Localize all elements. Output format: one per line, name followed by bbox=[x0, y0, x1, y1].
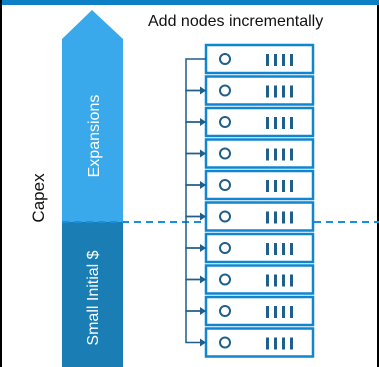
drive-bay-icon bbox=[290, 54, 293, 66]
drive-bay-icon bbox=[266, 148, 269, 161]
server-node-icon bbox=[204, 295, 315, 327]
drive-bay-icon bbox=[274, 274, 277, 287]
connector-line bbox=[185, 152, 206, 186]
drive-bay-icon bbox=[266, 117, 269, 129]
headline: Add nodes incrementally bbox=[148, 13, 324, 30]
server-node bbox=[204, 232, 315, 264]
server-node-icon bbox=[204, 138, 315, 169]
server-node-icon bbox=[204, 232, 315, 264]
drive-bay-icon bbox=[274, 85, 277, 98]
server-node bbox=[204, 43, 315, 75]
top-rule bbox=[2, 0, 379, 5]
power-led-icon bbox=[219, 210, 231, 223]
drive-bay-icon bbox=[274, 180, 277, 192]
drive-bay-icon bbox=[282, 274, 285, 287]
server-node bbox=[204, 201, 315, 232]
drive-bay-icon bbox=[282, 306, 285, 318]
drive-bay-icon bbox=[290, 180, 293, 192]
server-node bbox=[204, 327, 315, 358]
power-led-icon bbox=[219, 273, 231, 286]
initial-band bbox=[62, 222, 123, 367]
connector-line bbox=[185, 310, 206, 344]
server-node bbox=[204, 106, 315, 138]
drive-bay-icon bbox=[274, 243, 277, 255]
drive-bay-icon bbox=[290, 85, 293, 98]
power-led-icon bbox=[219, 116, 231, 128]
server-node-icon bbox=[204, 106, 315, 138]
server-node bbox=[204, 138, 315, 169]
drive-bay-icon bbox=[266, 85, 269, 98]
drive-bay-icon bbox=[282, 117, 285, 129]
drive-bay-icon bbox=[266, 306, 269, 318]
server-node-icon bbox=[204, 327, 315, 358]
server-node bbox=[204, 295, 315, 327]
server-node-icon bbox=[204, 201, 315, 232]
drive-bay-icon bbox=[274, 148, 277, 161]
drive-bay-icon bbox=[274, 54, 277, 66]
drive-bay-icon bbox=[274, 306, 277, 318]
drive-bay-icon bbox=[290, 306, 293, 318]
drive-bay-icon bbox=[266, 337, 269, 350]
server-node bbox=[204, 169, 315, 201]
power-led-icon bbox=[219, 147, 231, 160]
drive-bay-icon bbox=[290, 211, 293, 224]
power-led-icon bbox=[219, 179, 231, 191]
connector-line bbox=[185, 58, 206, 92]
server-node bbox=[204, 75, 315, 106]
server-node-icon bbox=[204, 75, 315, 106]
drive-bay-icon bbox=[282, 211, 285, 224]
drive-bay-icon bbox=[282, 148, 285, 161]
drive-bay-icon bbox=[274, 337, 277, 350]
server-node-icon bbox=[204, 43, 315, 75]
power-led-icon bbox=[219, 305, 231, 317]
drive-bay-icon bbox=[266, 274, 269, 287]
drive-bay-icon bbox=[282, 243, 285, 255]
connector-line bbox=[185, 247, 206, 281]
drive-bay-icon bbox=[266, 211, 269, 224]
drive-bay-icon bbox=[266, 180, 269, 192]
power-led-icon bbox=[219, 84, 231, 97]
drive-bay-icon bbox=[282, 54, 285, 66]
expansions-band bbox=[62, 10, 123, 222]
drive-bay-icon bbox=[274, 117, 277, 129]
power-led-icon bbox=[219, 242, 231, 254]
drive-bay-icon bbox=[274, 211, 277, 224]
connector-line bbox=[185, 89, 206, 123]
drive-bay-icon bbox=[290, 243, 293, 255]
connector-line bbox=[185, 184, 206, 218]
drive-bay-icon bbox=[282, 85, 285, 98]
drive-bay-icon bbox=[282, 180, 285, 192]
drive-bay-icon bbox=[266, 243, 269, 255]
drive-bay-icon bbox=[290, 274, 293, 287]
drive-bay-icon bbox=[282, 337, 285, 350]
connector-line bbox=[185, 121, 206, 155]
power-led-icon bbox=[219, 53, 231, 65]
drive-bay-icon bbox=[266, 54, 269, 66]
drive-bay-icon bbox=[290, 337, 293, 350]
drive-bay-icon bbox=[290, 117, 293, 129]
drive-bay-icon bbox=[290, 148, 293, 161]
server-node bbox=[204, 264, 315, 295]
power-led-icon bbox=[219, 336, 231, 349]
server-node-icon bbox=[204, 264, 315, 295]
connector-line bbox=[185, 278, 206, 312]
connector-arrowhead bbox=[200, 338, 206, 347]
server-node-icon bbox=[204, 169, 315, 201]
